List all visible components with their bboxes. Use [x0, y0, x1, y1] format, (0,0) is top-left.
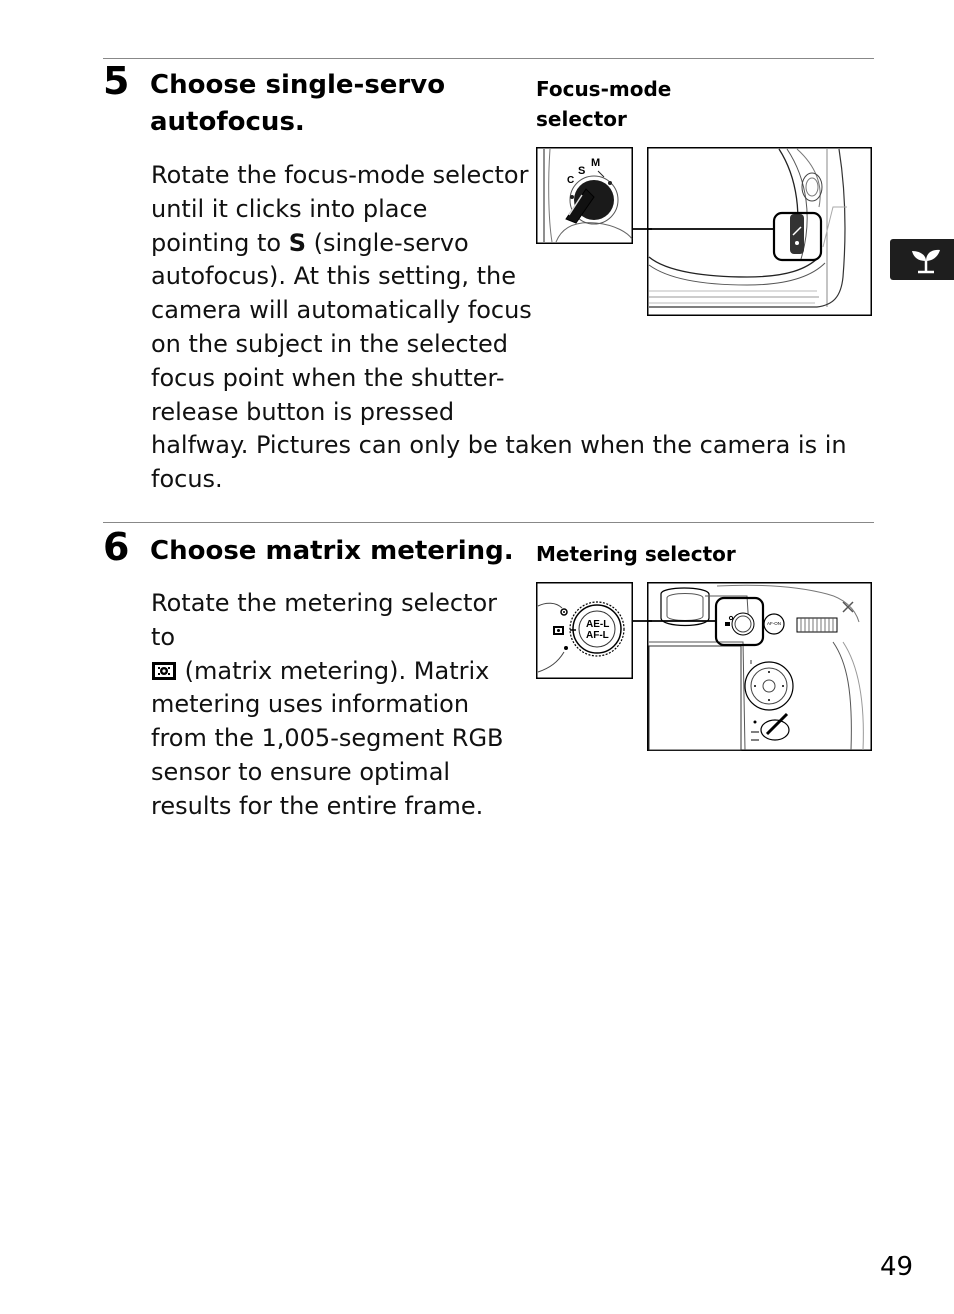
step-5-title: Choose single-servo autofocus. — [150, 67, 445, 141]
section-divider-middle — [103, 522, 874, 523]
sprout-icon — [912, 249, 940, 274]
step-6-body: Rotate the metering selector to (matrix … — [151, 587, 523, 824]
step-5-title-line2: autofocus. — [150, 107, 305, 137]
focus-callout-leader — [632, 228, 652, 230]
dial-label-c: C — [567, 175, 574, 186]
matrix-metering-icon — [152, 661, 176, 680]
step-5-line-6: on the subject in the selected — [151, 329, 508, 358]
matrix-metering-text: (matrix metering). Matrix — [184, 656, 490, 685]
chapter-tab — [890, 239, 954, 280]
step-number-6: 6 — [103, 525, 130, 569]
step-6-line-5: sensor to ensure optimal — [151, 757, 451, 786]
dial-label-af: AF-L — [586, 630, 609, 641]
step-5-line-1: Rotate the focus-mode selector — [151, 161, 529, 189]
step-6-line-3: metering uses information — [151, 690, 470, 719]
step-5-title-line1: Choose single-servo — [150, 70, 446, 100]
step-number-5: 5 — [103, 59, 130, 103]
focus-mode-selector-closeup: C S M — [536, 147, 633, 244]
step-6-title: Choose matrix metering. — [150, 536, 514, 566]
focus-mode-selector-caption: Focus-mode selector — [536, 74, 671, 134]
step-5-line-10: focus. — [151, 465, 223, 494]
dial-label-s: S — [578, 165, 585, 177]
pointing-to-text: pointing to — [151, 228, 282, 257]
step-5-body: Rotate the focus-mode selector until it … — [151, 159, 871, 497]
step-5-line-4: autofocus). At this setting, the — [151, 262, 516, 291]
metering-selector-caption: Metering selector — [536, 542, 736, 566]
step-5-line-8: release button is pressed — [151, 397, 455, 426]
section-divider-top — [103, 58, 874, 59]
dial-label-ae: AE-L — [586, 619, 609, 630]
metering-selector-closeup: AE-L AF-L — [536, 582, 633, 679]
step-6-line-2: (matrix metering). Matrix — [151, 655, 523, 689]
step-6-line-6: results for the entire frame. — [151, 791, 484, 820]
metering-callout-leader — [632, 620, 652, 622]
af-on-button-label: AF-ON — [767, 621, 781, 626]
step-5-line-9: halfway. Pictures can only be taken when… — [151, 431, 847, 460]
single-servo-s-glyph: S — [288, 228, 306, 257]
step-5-line-2: until it clicks into place — [151, 194, 428, 223]
camera-front-illustration — [647, 147, 872, 316]
single-servo-text: (single-servo — [313, 228, 469, 257]
step-6-line-4: from the 1,005-segment RGB — [151, 724, 504, 753]
step-5-line-7: focus point when the shutter- — [151, 363, 505, 392]
step-6-line-1: Rotate the metering selector to — [151, 589, 498, 651]
dial-label-m: M — [591, 157, 600, 169]
step-5-line-5: camera will automatically focus — [151, 296, 532, 325]
camera-back-illustration: AF-ON — [647, 582, 872, 751]
focus-mode-caption-line2: selector — [536, 107, 627, 131]
page-number: 49 — [880, 1252, 914, 1282]
focus-mode-caption-line1: Focus-mode — [536, 77, 672, 101]
step-5-line-3: pointing to S (single-servo — [151, 227, 871, 261]
